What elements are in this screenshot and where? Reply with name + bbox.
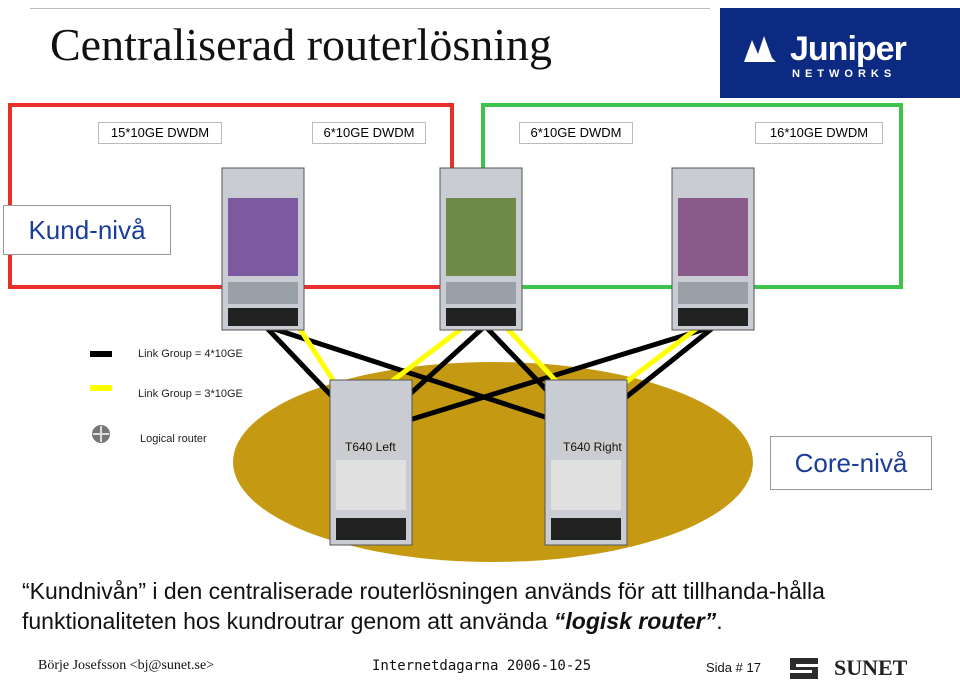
footer-brand: SUNET: [834, 655, 908, 680]
juniper-logo: Juniper NETWORKS: [720, 8, 960, 98]
footer-page: Sida # 17: [706, 660, 761, 675]
footer-event: Internetdagarna 2006-10-25: [372, 658, 592, 674]
core-router-right: [544, 379, 628, 546]
dwdm-label-4: 16*10GE DWDM: [755, 122, 883, 144]
kund-router-3: [671, 167, 755, 331]
dwdm-label-1: 15*10GE DWDM: [98, 122, 222, 144]
logical-router-icon: [92, 425, 110, 443]
juniper-mark-icon: [744, 36, 776, 62]
sunet-logo-icon: [790, 658, 818, 679]
legend-yellow-mark: [90, 385, 112, 391]
router-label-left: T640 Left: [342, 440, 399, 454]
footer-author: Börje Josefsson <bj@sunet.se>: [38, 658, 215, 673]
legend-logical-text: Logical router: [140, 433, 207, 445]
core-router-left: [329, 379, 413, 546]
logo-sub: NETWORKS: [792, 68, 897, 80]
kund-router-1: [221, 167, 305, 331]
dwdm-label-2: 6*10GE DWDM: [312, 122, 426, 144]
page-title: Centraliserad routerlösning: [50, 19, 553, 70]
core-level-label: Core-nivå: [770, 436, 932, 490]
description-body: “Kundnivån” i den centraliserade routerl…: [22, 578, 825, 634]
legend-black-text: Link Group = 4*10GE: [138, 348, 243, 360]
link-black: [366, 323, 716, 436]
legend-yellow-text: Link Group = 3*10GE: [138, 388, 243, 400]
title-rule: [30, 8, 710, 9]
description-emphasis: “logisk router”: [553, 608, 717, 634]
description-text: “Kundnivån” i den centraliserade routerl…: [22, 576, 952, 636]
kund-level-label: Kund-nivå: [3, 205, 171, 255]
legend-black-mark: [90, 351, 112, 357]
dwdm-label-3: 6*10GE DWDM: [519, 122, 633, 144]
description-end: .: [716, 608, 723, 634]
router-label-right: T640 Right: [560, 440, 625, 454]
logo-name: Juniper: [790, 30, 907, 68]
kund-router-2: [439, 167, 523, 331]
